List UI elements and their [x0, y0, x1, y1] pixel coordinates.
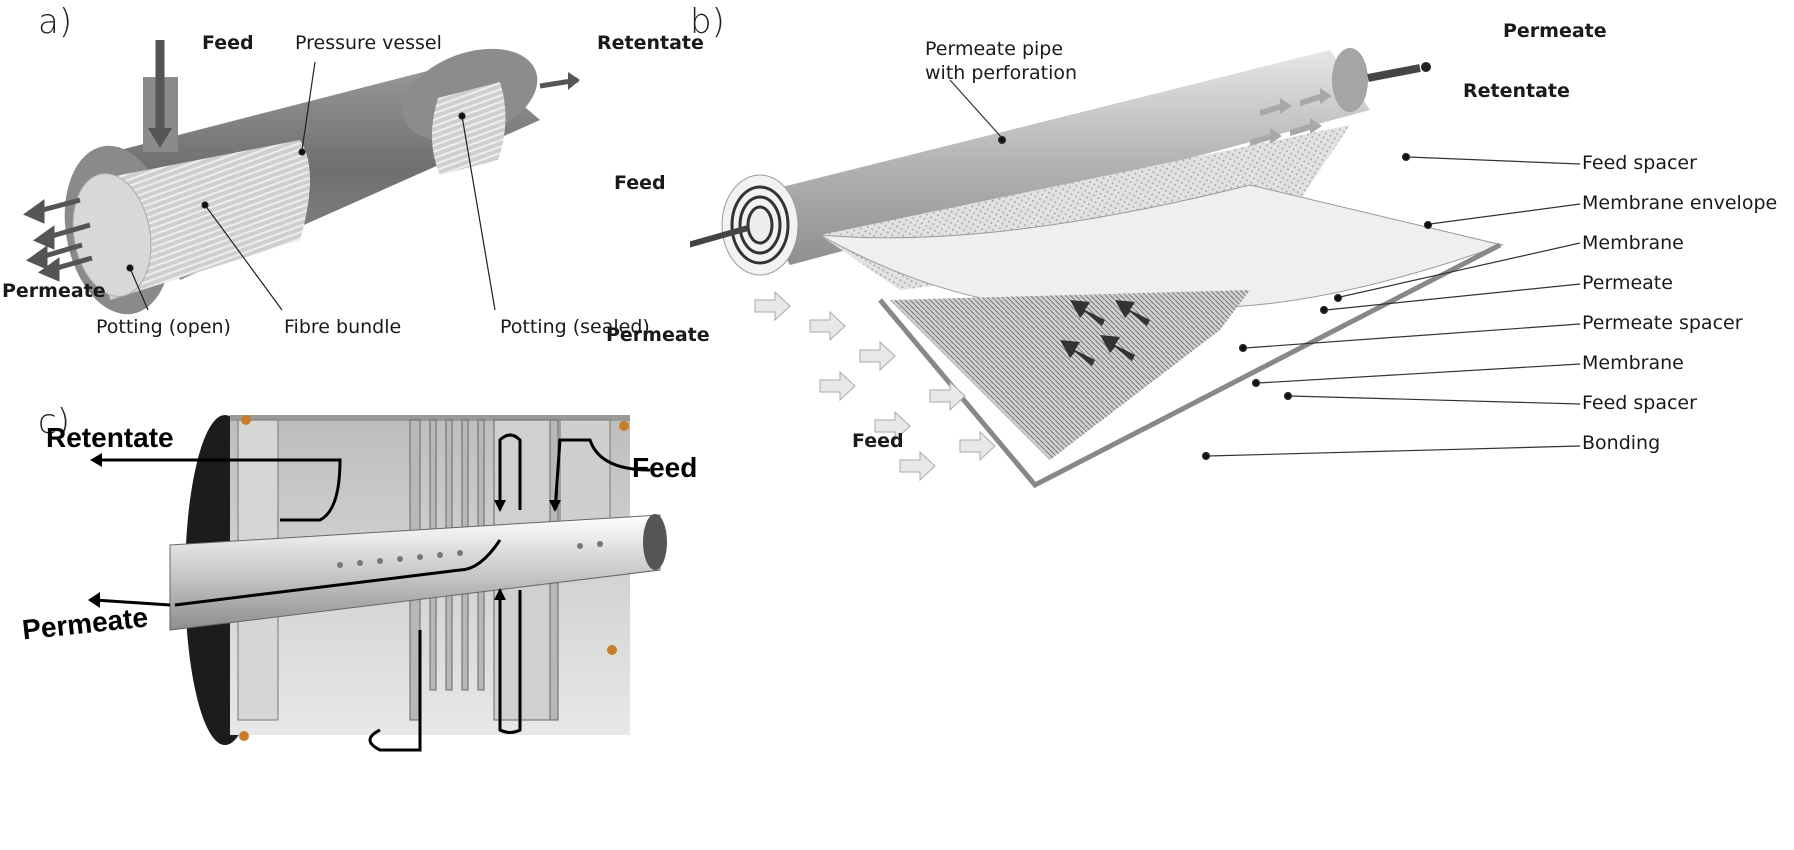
label-membrane-envelope: Membrane envelope: [1582, 192, 1778, 214]
label-pressure-vessel: Pressure vessel: [295, 32, 442, 54]
label-retentate: Retentate: [46, 422, 174, 453]
panel-b: b): [606, 0, 1794, 500]
leader-lines: [126, 61, 496, 311]
o-rings: [239, 415, 629, 741]
spiral-end: [721, 174, 799, 276]
label-permeate-top: Permeate: [1503, 20, 1607, 42]
feed-arrow-icon: [148, 128, 172, 148]
panel-b-label: b): [690, 2, 725, 42]
label-membrane-2: Membrane: [1582, 352, 1684, 374]
leader-lines-b: [949, 79, 1581, 461]
label-potting-sealed: Potting (sealed): [500, 316, 650, 338]
label-permeate-pipe-line1: Permeate pipe: [925, 38, 1064, 60]
panel-a-label: a): [38, 2, 73, 42]
panel-a: a): [0, 0, 704, 340]
bonding-edge: [878, 242, 1502, 489]
label-feed: Feed: [632, 452, 698, 483]
feed-arrows-icon: [754, 290, 996, 482]
permeate-pipe: [169, 514, 661, 631]
label-retentate: Retentate: [1463, 80, 1570, 102]
flow-paths: [94, 433, 651, 752]
plate-and-frame-module-illustration: [88, 415, 667, 752]
label-feed-left: Feed: [614, 172, 666, 194]
potting-sealed: [431, 82, 506, 175]
label-feed-spacer-1: Feed spacer: [1582, 152, 1697, 174]
label-permeate: Permeate: [2, 280, 106, 302]
feed-down-arrow-icon: [494, 500, 506, 512]
permeate-outlet-icon: [1421, 62, 1431, 72]
up-arrow-icon: [494, 588, 506, 600]
label-potting-open: Potting (open): [96, 316, 231, 338]
retentate-arrow-icon: [568, 72, 580, 90]
retentate-arrow-icon: [90, 453, 102, 467]
feed-down-arrow-2-icon: [549, 500, 561, 512]
label-membrane-1: Membrane: [1582, 232, 1684, 254]
retentate-arrows-icon: [1250, 88, 1332, 146]
label-permeate-left: Permeate: [606, 324, 710, 346]
label-permeate-layer: Permeate: [1582, 272, 1673, 294]
label-feed: Feed: [202, 32, 254, 54]
pipe-perforations: [337, 541, 603, 568]
spiral-wound-module-illustration: [690, 48, 1581, 489]
label-bonding: Bonding: [1582, 432, 1661, 454]
permeate-arrows-icon: [22, 197, 93, 282]
permeate-arrows-dark-icon: [1060, 300, 1150, 366]
end-cap-right: [559, 419, 611, 531]
panel-c-label: c): [38, 402, 70, 442]
label-permeate-pipe-line2: with perforation: [925, 62, 1078, 84]
permeate-spacer-sheet: [890, 290, 1250, 460]
panel-c: c): [0, 400, 720, 850]
permeate-arrow-icon: [88, 592, 100, 608]
hollow-fibre-module-illustration: [22, 40, 580, 315]
label-feed-bottom: Feed: [852, 430, 904, 452]
label-feed-spacer-2: Feed spacer: [1582, 392, 1697, 414]
label-fibre-bundle: Fibre bundle: [284, 316, 402, 338]
label-permeate-spacer: Permeate spacer: [1582, 312, 1743, 334]
label-retentate: Retentate: [597, 32, 704, 54]
module-cylinder: [750, 48, 1431, 265]
